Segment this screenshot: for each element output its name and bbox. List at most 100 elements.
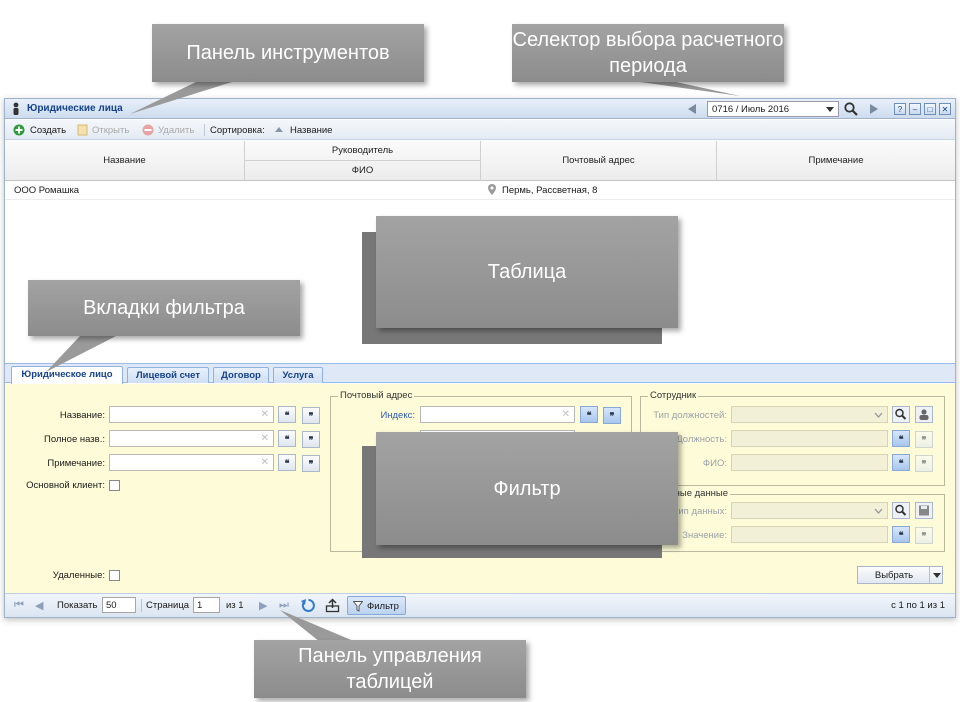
- main-client-checkbox[interactable]: [109, 480, 120, 491]
- name-input[interactable]: ✕: [109, 406, 274, 423]
- clear-icon[interactable]: ✕: [260, 457, 269, 468]
- prev-page-icon[interactable]: ◀: [35, 600, 44, 612]
- chevron-down-icon[interactable]: [874, 412, 883, 419]
- person-icon: [13, 102, 19, 115]
- clear-icon[interactable]: ✕: [561, 409, 570, 420]
- note-input[interactable]: ✕: [109, 454, 274, 471]
- sort-label: Сортировка:: [210, 125, 265, 136]
- page-label: Страница: [146, 600, 190, 611]
- quote-close-button[interactable]: ❞: [302, 455, 320, 472]
- records-summary: с 1 по 1 из 1: [891, 600, 945, 611]
- tab-service[interactable]: Услуга: [273, 367, 323, 383]
- quote-open-button[interactable]: ❝: [278, 430, 296, 447]
- index-input[interactable]: ✕: [420, 406, 575, 423]
- window-title: Юридические лица: [27, 103, 123, 114]
- column-header-fio[interactable]: ФИО: [245, 161, 481, 181]
- person-search-icon[interactable]: [915, 406, 933, 423]
- select-button[interactable]: Выбрать: [857, 566, 943, 584]
- save-icon[interactable]: [915, 502, 933, 519]
- search-icon[interactable]: [892, 502, 910, 519]
- fio-label: ФИО:: [702, 458, 727, 469]
- column-header-head: Руководитель: [245, 141, 481, 161]
- quote-open-button[interactable]: ❝: [892, 526, 910, 543]
- quote-close-button[interactable]: ❞: [915, 527, 933, 544]
- position-type-select[interactable]: [731, 406, 888, 423]
- clear-icon[interactable]: ✕: [260, 433, 269, 444]
- data-type-select[interactable]: [731, 502, 888, 519]
- quote-open-button[interactable]: ❝: [278, 454, 296, 471]
- callout-toolbar: Панель инструментов: [152, 24, 424, 82]
- page-input[interactable]: 1: [193, 597, 220, 613]
- sort-field-button[interactable]: Название: [290, 125, 333, 136]
- refresh-icon[interactable]: [301, 598, 316, 613]
- chevron-down-icon[interactable]: [933, 573, 941, 579]
- open-button[interactable]: Открыть: [92, 125, 130, 136]
- fio-input[interactable]: [731, 454, 888, 471]
- quote-open-button[interactable]: ❝: [580, 406, 598, 423]
- quote-close-button[interactable]: ❞: [302, 407, 320, 424]
- tab-legal-entity[interactable]: Юридическое лицо: [11, 366, 123, 384]
- quote-close-button[interactable]: ❞: [302, 431, 320, 448]
- position-label: Должность:: [676, 434, 727, 445]
- sort-asc-icon: [275, 127, 283, 132]
- name-label: Название:: [59, 410, 105, 421]
- grid-header: Название Руководитель ФИО Почтовый адрес…: [5, 141, 955, 181]
- select-button-label: Выбрать: [874, 570, 914, 581]
- filter-panel: Название: ✕ ❝ ❞ Полное назв.: ✕ ❝ ❞ Прим…: [5, 384, 955, 593]
- minimize-button[interactable]: –: [909, 103, 921, 115]
- pointer-toolbar: [130, 82, 232, 114]
- employee-legend: Сотрудник: [648, 390, 699, 401]
- period-selector[interactable]: 0716 / Июль 2016: [707, 101, 839, 117]
- page-count: из 1: [226, 600, 244, 611]
- delete-button[interactable]: Удалить: [158, 125, 195, 136]
- quote-close-button[interactable]: ❞: [603, 407, 621, 424]
- next-page-icon[interactable]: ▶: [259, 600, 268, 612]
- column-header-note[interactable]: Примечание: [808, 155, 864, 166]
- deleted-checkbox[interactable]: [109, 570, 120, 581]
- quote-close-button[interactable]: ❞: [915, 455, 933, 472]
- clear-icon[interactable]: ✕: [260, 409, 269, 420]
- delete-icon: [142, 124, 154, 136]
- callout-filter-tabs: Вкладки фильтра: [28, 280, 300, 336]
- table-row[interactable]: ООО Ромашка Пермь, Рассветная, 8: [5, 181, 955, 200]
- page-size-label: Показать: [57, 600, 98, 611]
- create-button[interactable]: Создать: [30, 125, 67, 136]
- maximize-button[interactable]: □: [924, 103, 936, 115]
- callout-filter: Фильтр: [376, 432, 678, 545]
- pointer-table-control: [280, 610, 356, 642]
- first-page-icon[interactable]: ⏮: [14, 599, 24, 611]
- quote-close-button[interactable]: ❞: [915, 431, 933, 448]
- main-client-label: Основной клиент:: [26, 480, 105, 491]
- period-value: 0716 / Июль 2016: [712, 104, 790, 115]
- page-size-input[interactable]: 50: [102, 597, 136, 613]
- search-icon[interactable]: [843, 101, 859, 117]
- callout-table: Таблица: [376, 216, 678, 328]
- help-button[interactable]: ?: [894, 103, 906, 115]
- callout-table-control: Панель управления таблицей: [254, 640, 526, 698]
- column-header-name[interactable]: Название: [5, 141, 245, 181]
- quote-open-button[interactable]: ❝: [892, 454, 910, 471]
- quote-open-button[interactable]: ❝: [278, 406, 296, 423]
- nav-left-icon[interactable]: [685, 103, 699, 115]
- pointer-filter-tabs: [46, 336, 116, 372]
- quote-open-button[interactable]: ❝: [892, 430, 910, 447]
- column-header-address[interactable]: Почтовый адрес: [481, 141, 717, 181]
- export-icon[interactable]: [325, 598, 340, 613]
- create-icon[interactable]: [13, 124, 25, 136]
- toolbar: Создать Открыть Удалить Сортировка: Назв…: [5, 120, 955, 140]
- filter-toggle-button[interactable]: Фильтр: [347, 596, 406, 615]
- chevron-down-icon[interactable]: [874, 508, 883, 515]
- nav-right-icon[interactable]: [867, 103, 881, 115]
- filter-tabs: Юридическое лицо Лицевой счет Договор Ус…: [5, 363, 955, 384]
- tab-account[interactable]: Лицевой счет: [127, 367, 209, 383]
- contact-legend: ктные данные: [664, 488, 731, 499]
- position-input[interactable]: [731, 430, 888, 447]
- value-input[interactable]: [731, 526, 888, 543]
- close-button[interactable]: ✕: [939, 103, 951, 115]
- fullname-input[interactable]: ✕: [109, 430, 274, 447]
- last-page-icon[interactable]: ⏭: [279, 599, 289, 611]
- chevron-down-icon[interactable]: [825, 105, 835, 114]
- tab-contract[interactable]: Договор: [213, 367, 269, 383]
- filter-toggle-label: Фильтр: [367, 601, 399, 612]
- search-icon[interactable]: [892, 406, 910, 423]
